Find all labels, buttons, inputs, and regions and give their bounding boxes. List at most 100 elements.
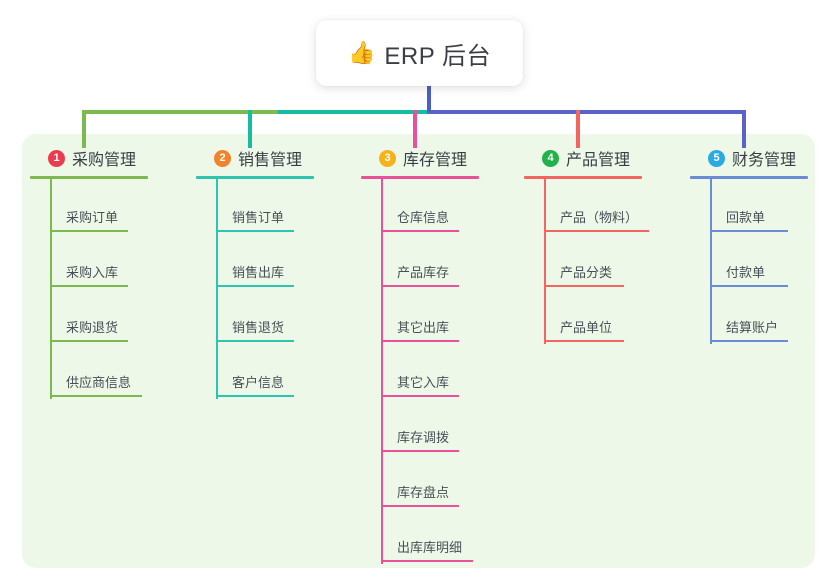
branch-item[interactable]: 采购入库 (50, 234, 148, 289)
branch-item-underline (381, 340, 459, 342)
branch-item[interactable]: 结算账户 (710, 289, 808, 344)
branch-item-list: 回款单付款单结算账户 (690, 179, 808, 344)
branch-title: 产品管理 (566, 152, 631, 169)
branch-item-label: 产品库存 (397, 265, 450, 280)
branch-item-list: 仓库信息产品库存其它出库其它入库库存调拨库存盘点出库库明细 (361, 179, 479, 564)
branch-item-underline (544, 340, 624, 342)
branch-item-underline (381, 230, 459, 232)
branch-item-label: 采购入库 (66, 265, 119, 280)
branch-vertical-line (216, 179, 218, 399)
branch-item[interactable]: 采购退货 (50, 289, 148, 344)
branch-column-1: 1 采购管理采购订单采购入库采购退货供应商信息 (30, 145, 148, 399)
branch-item[interactable]: 回款单 (710, 179, 808, 234)
branch-item[interactable]: 采购订单 (50, 179, 148, 234)
branch-item-label: 库存调拨 (397, 430, 450, 445)
branch-item-label: 供应商信息 (66, 375, 132, 390)
branch-item-underline (544, 230, 649, 232)
branch-item[interactable]: 销售订单 (216, 179, 314, 234)
branch-item-label: 库存盘点 (397, 485, 450, 500)
branch-item-underline (50, 230, 128, 232)
branch-item-underline (710, 230, 788, 232)
branch-item-label: 仓库信息 (397, 210, 450, 225)
branch-header-1[interactable]: 1 采购管理 (30, 145, 148, 171)
branch-item[interactable]: 客户信息 (216, 344, 314, 399)
drop-product (576, 110, 580, 148)
branch-item-list: 产品（物料） 产品分类产品单位 (524, 179, 649, 344)
branch-item[interactable]: 出库库明细 (381, 509, 479, 564)
branch-item-label: 采购订单 (66, 210, 119, 225)
branch-item-label: 销售退货 (232, 320, 285, 335)
branch-item-label: 产品单位 (560, 320, 613, 335)
root-node-label: ERP 后台 (384, 42, 491, 70)
branch-header-2[interactable]: 2 销售管理 (196, 145, 314, 171)
branch-header-underline (30, 176, 148, 179)
branch-item-underline (216, 285, 294, 287)
branch-header-underline (524, 176, 642, 179)
branch-item-underline (710, 285, 788, 287)
branch-item-label: 回款单 (726, 210, 766, 225)
branch-vertical-line (544, 179, 546, 344)
branch-item[interactable]: 产品单位 (544, 289, 642, 344)
branch-title: 销售管理 (238, 152, 303, 169)
branch-item-underline (381, 560, 473, 562)
branch-item-label: 产品（物料） (560, 210, 639, 225)
branch-item-underline (50, 340, 128, 342)
branch-title: 财务管理 (732, 152, 797, 169)
branch-vertical-line (50, 179, 52, 399)
branch-item-label: 其它入库 (397, 375, 450, 390)
branch-item[interactable]: 销售退货 (216, 289, 314, 344)
branch-item[interactable]: 库存盘点 (381, 454, 479, 509)
branches-panel (22, 134, 815, 568)
branch-item[interactable]: 产品分类 (544, 234, 642, 289)
trunk-segment-blue (427, 110, 746, 114)
branch-item-label: 其它出库 (397, 320, 450, 335)
branch-title: 库存管理 (403, 152, 468, 169)
branch-item[interactable]: 供应商信息 (50, 344, 148, 399)
branch-number-badge: 5 (708, 149, 725, 167)
branch-item-label: 客户信息 (232, 375, 285, 390)
drop-inventory (413, 110, 417, 148)
branch-item[interactable]: 仓库信息 (381, 179, 479, 234)
branch-item[interactable]: 其它出库 (381, 289, 479, 344)
branch-item-label: 结算账户 (726, 320, 779, 335)
branch-column-5: 5 财务管理回款单付款单结算账户 (690, 145, 808, 344)
branch-item[interactable]: 产品（物料） (544, 179, 649, 234)
trunk-segment-green (82, 110, 278, 114)
branch-number-badge: 2 (214, 149, 231, 167)
branch-column-3: 3 库存管理仓库信息产品库存其它出库其它入库库存调拨库存盘点出库库明细 (361, 145, 479, 564)
root-node-erp-backend[interactable]: 👍 ERP 后台 (316, 20, 523, 86)
branch-item-underline (216, 340, 294, 342)
branch-item-list: 采购订单采购入库采购退货供应商信息 (30, 179, 148, 399)
root-stem-connector (427, 86, 431, 112)
branch-number-badge: 3 (379, 149, 396, 167)
branch-item-underline (50, 395, 142, 397)
drop-finance (742, 110, 746, 148)
branch-item-label: 产品分类 (560, 265, 613, 280)
branch-item-underline (381, 505, 459, 507)
branch-item-label: 销售出库 (232, 265, 285, 280)
branch-item[interactable]: 付款单 (710, 234, 808, 289)
branch-item[interactable]: 其它入库 (381, 344, 479, 399)
branch-item-underline (381, 395, 459, 397)
branch-item-label: 销售订单 (232, 210, 285, 225)
branch-item[interactable]: 库存调拨 (381, 399, 479, 454)
branch-column-2: 2 销售管理销售订单销售出库销售退货客户信息 (196, 145, 314, 399)
drop-sales (248, 110, 252, 148)
branch-item[interactable]: 销售出库 (216, 234, 314, 289)
branch-vertical-line (381, 179, 383, 564)
branch-item[interactable]: 产品库存 (381, 234, 479, 289)
branch-header-underline (361, 176, 479, 179)
branch-header-5[interactable]: 5 财务管理 (690, 145, 808, 171)
branch-title: 采购管理 (72, 152, 137, 169)
branch-item-label: 出库库明细 (397, 540, 463, 555)
branch-number-badge: 1 (48, 149, 65, 167)
branch-header-3[interactable]: 3 库存管理 (361, 145, 479, 171)
branch-vertical-line (710, 179, 712, 344)
drop-purchase (82, 110, 86, 148)
branch-item-underline (544, 285, 624, 287)
branch-header-underline (690, 176, 808, 179)
branch-item-list: 销售订单销售出库销售退货客户信息 (196, 179, 314, 399)
